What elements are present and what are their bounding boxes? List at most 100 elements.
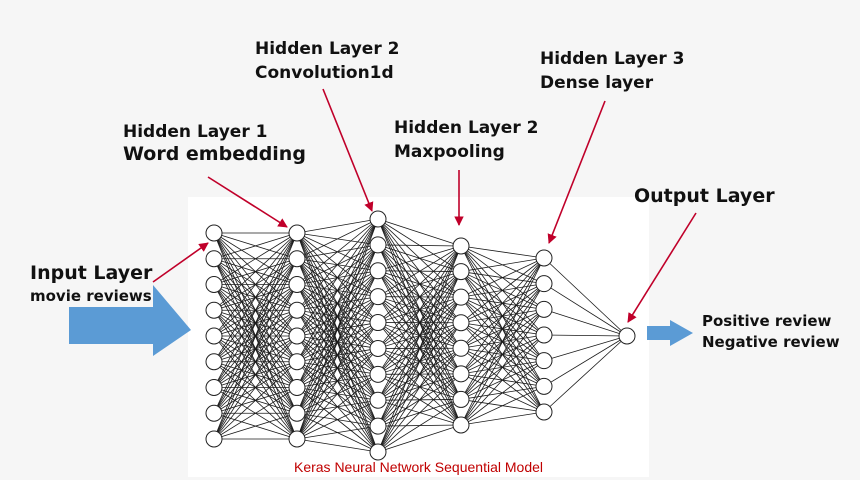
node-convolution1d-9: [369, 417, 387, 435]
edge-maxpooling-dense: [460, 360, 545, 426]
edge-word-embedding-convolution1d: [296, 218, 379, 285]
diagram-caption: Keras Neural Network Sequential Model: [293, 459, 543, 475]
input-layer-subtitle: movie reviews: [30, 286, 152, 305]
edge-dense-output: [543, 334, 628, 337]
edge-maxpooling-dense: [460, 257, 545, 400]
edge-input-word-embedding: [213, 232, 298, 362]
node-dense-6: [535, 377, 553, 395]
edge-convolution1d-maxpooling: [377, 424, 462, 453]
edge-maxpooling-dense: [460, 334, 545, 426]
node-output-1: [618, 327, 636, 345]
edge-maxpooling-dense: [460, 411, 545, 426]
edge-maxpooling-dense: [460, 309, 545, 426]
node-convolution1d-6: [369, 339, 387, 357]
input-flow-arrow-icon: [69, 285, 191, 356]
node-convolution1d-1: [369, 210, 387, 228]
edge-word-embedding-convolution1d: [296, 374, 379, 440]
edge-input-word-embedding: [213, 232, 298, 414]
edge-input-word-embedding: [213, 387, 298, 440]
edge-maxpooling-dense: [460, 257, 545, 349]
node-dense-1: [535, 249, 553, 267]
edge-input-word-embedding: [213, 232, 298, 285]
annotation-arrows-group: [69, 88, 697, 356]
hidden-layer-2-conv-subtitle: Convolution1d: [255, 63, 394, 84]
hidden-layer-2-pool-title: Hidden Layer 2: [394, 118, 539, 138]
edge-convolution1d-maxpooling: [377, 245, 462, 453]
node-word-embedding-6: [288, 353, 306, 371]
edge-dense-output: [543, 335, 628, 362]
edge-maxpooling-dense: [460, 257, 545, 426]
edge-convolution1d-maxpooling: [377, 399, 462, 453]
hidden-layer-2-pool-label: Hidden Layer 2 Maxpooling: [394, 118, 538, 163]
node-input-2: [205, 250, 223, 268]
node-maxpooling-3: [452, 288, 470, 306]
node-maxpooling-4: [452, 314, 470, 332]
edge-convolution1d-maxpooling: [377, 245, 462, 427]
node-convolution1d-5: [369, 314, 387, 332]
edge-word-embedding-convolution1d: [296, 218, 379, 260]
edge-convolution1d-maxpooling: [377, 245, 462, 401]
edge-word-embedding-convolution1d: [296, 218, 379, 311]
edge-convolution1d-maxpooling: [377, 373, 462, 453]
edge-word-embedding-convolution1d: [296, 218, 379, 337]
node-dense-2: [535, 275, 553, 293]
edge-maxpooling-dense: [460, 257, 545, 375]
edge-dense-output: [543, 283, 628, 337]
node-input-7: [205, 379, 223, 396]
convolution1d-arrow-icon: [322, 88, 374, 212]
edge-word-embedding-convolution1d: [296, 296, 379, 440]
edge-maxpooling-dense: [460, 245, 545, 259]
node-input-6: [205, 353, 223, 371]
node-convolution1d-8: [369, 391, 387, 409]
edge-input-word-embedding: [213, 335, 298, 440]
edge-word-embedding-convolution1d: [296, 218, 379, 414]
edge-input-word-embedding: [213, 284, 298, 440]
node-maxpooling-7: [452, 390, 470, 408]
edge-maxpooling-dense: [460, 385, 545, 426]
node-dense-7: [535, 403, 553, 421]
edge-convolution1d-maxpooling: [377, 296, 462, 453]
node-convolution1d-4: [369, 288, 387, 306]
edges-group: [213, 218, 628, 453]
node-word-embedding-9: [288, 430, 306, 448]
edge-dense-output: [543, 308, 628, 337]
hidden-layer-2-conv-title: Hidden Layer 2: [255, 39, 400, 59]
edge-word-embedding-convolution1d: [296, 244, 379, 440]
node-convolution1d-3: [369, 262, 387, 280]
input-layer-title: Input Layer: [30, 262, 153, 284]
edge-input-word-embedding: [213, 232, 298, 337]
edge-word-embedding-convolution1d: [296, 218, 379, 440]
edge-dense-output: [543, 335, 628, 413]
edge-maxpooling-dense: [460, 283, 545, 426]
input-layer-label: Input Layer movie reviews: [30, 262, 152, 305]
edge-convolution1d-maxpooling: [377, 322, 462, 453]
edge-convolution1d-maxpooling: [377, 245, 462, 349]
edge-word-embedding-convolution1d: [296, 348, 379, 440]
node-input-1: [205, 224, 223, 242]
nodes-group: [205, 210, 636, 461]
edge-maxpooling-dense: [460, 257, 545, 272]
node-maxpooling-6: [452, 365, 470, 383]
hidden-layer-1-title: Hidden Layer 1: [123, 122, 268, 142]
node-word-embedding-8: [288, 404, 306, 422]
edge-word-embedding-convolution1d: [296, 218, 379, 362]
edge-input-word-embedding: [213, 232, 298, 440]
node-maxpooling-1: [452, 237, 470, 255]
edge-word-embedding-convolution1d: [296, 399, 379, 440]
edge-convolution1d-maxpooling: [377, 244, 462, 247]
edge-input-word-embedding: [213, 232, 298, 311]
edge-word-embedding-convolution1d: [296, 438, 379, 453]
dense-arrow-icon: [547, 100, 606, 244]
edge-dense-output: [543, 257, 628, 337]
hidden-layer-3-label: Hidden Layer 3 Dense layer: [540, 49, 684, 94]
output-layer-title: Output Layer: [634, 185, 775, 207]
node-maxpooling-8: [452, 416, 470, 434]
node-word-embedding-4: [288, 301, 306, 319]
edge-convolution1d-maxpooling: [377, 218, 462, 247]
node-input-3: [205, 276, 223, 293]
hidden-layer-2-pool-subtitle: Maxpooling: [394, 142, 505, 163]
edge-convolution1d-maxpooling: [377, 348, 462, 453]
edge-convolution1d-maxpooling: [377, 245, 462, 323]
word-embedding-arrow-icon: [207, 176, 288, 228]
